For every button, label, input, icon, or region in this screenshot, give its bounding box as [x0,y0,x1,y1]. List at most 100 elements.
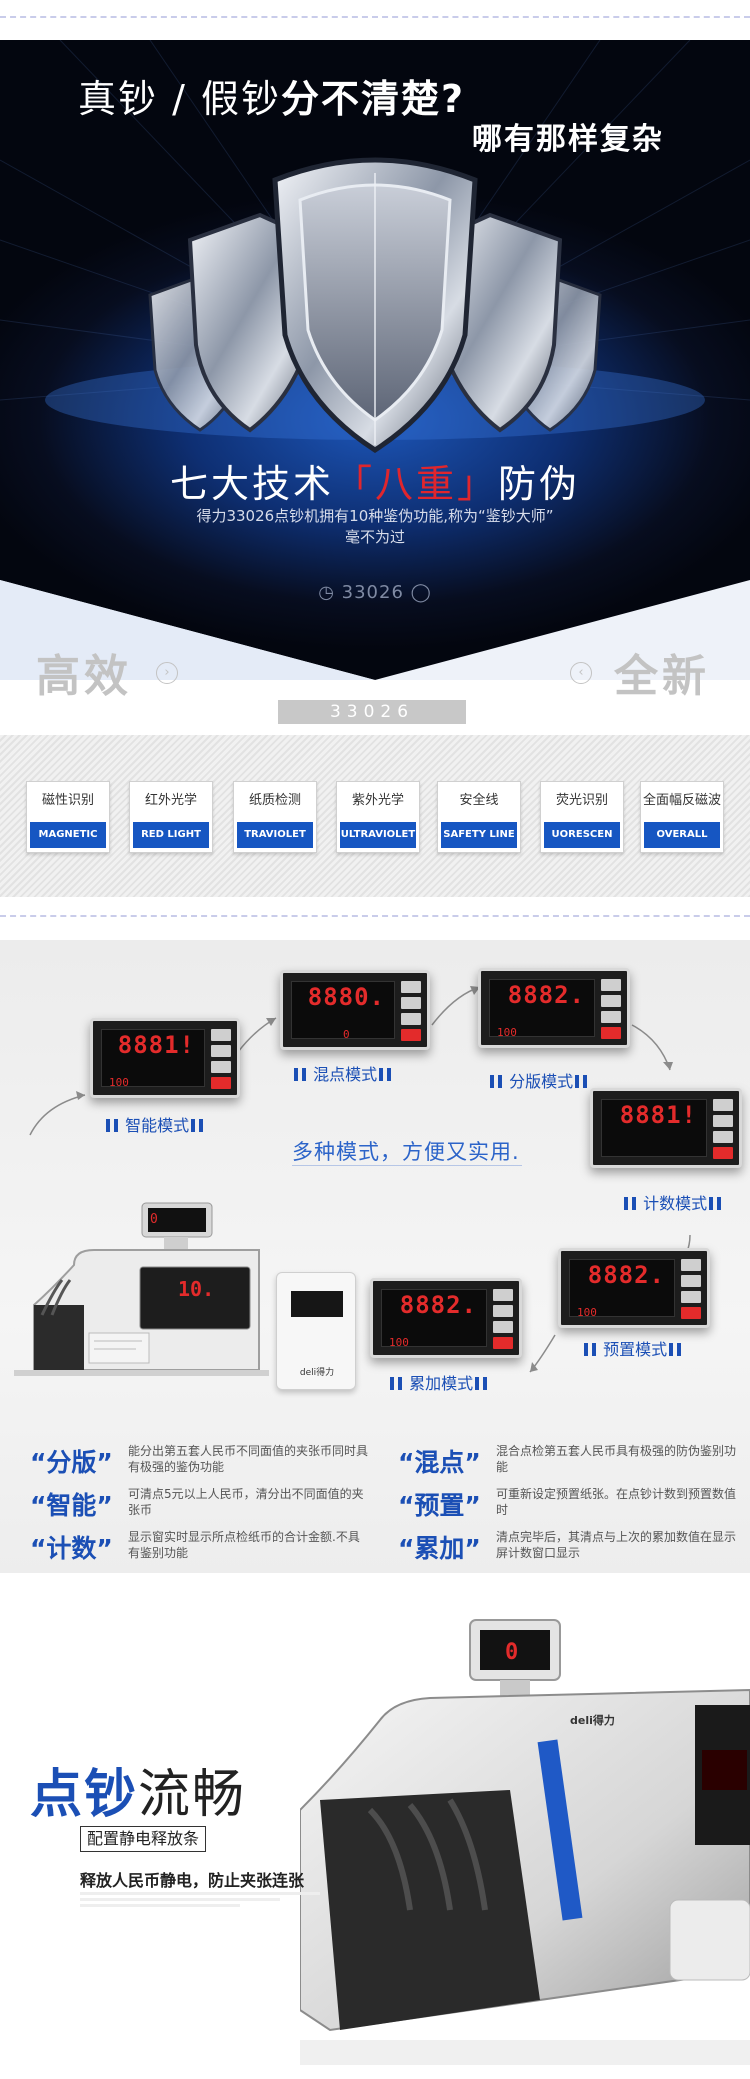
mode-label-preset: 预置模式 [582,1336,683,1360]
lcd-panel [381,1289,487,1347]
desc-key-count: “计数” [30,1534,113,1563]
desc-text-smart: 可清点5元以上人民币，清分出不同面值的夹张币 [128,1487,364,1517]
mode-label-text: 智能模式 [125,1116,190,1135]
hero-title: 真钞 / 假钞分不清楚? [78,68,465,123]
desc-key-smart: “智能” [30,1491,113,1520]
smooth-fine-decoration [80,1892,320,1907]
mix-mode-display: 8880. 0 [280,970,430,1050]
lcd-digits: 8880. [307,983,385,1011]
feature-card: 纸质检测 TRAVIOLET [233,781,317,853]
hero-description: 得力33026点钞机拥有10种鉴伪功能,称为“鉴钞大师” 毫不为过 [0,506,750,548]
mode-label-smart: 智能模式 [104,1112,205,1136]
smooth-title: 点钞流畅 [30,1752,246,1827]
keypad [493,1289,513,1353]
desc-text-add: 清点完毕后，其清点与上次的累加数值在显示屏计数窗口显示 [496,1530,737,1560]
feature-en: MAGNETIC [30,822,106,848]
chevron-right-icon[interactable]: › [156,662,178,684]
closeup-display-digit: 0 [505,1640,519,1665]
mode-label-text: 累加模式 [409,1374,474,1393]
desc-text-count: 显示窗实时显示所点检纸币的合计金额.不具有鉴别功能 [128,1530,360,1560]
smooth-title-dark: 流畅 [138,1765,247,1825]
mode-label-text: 计数模式 [643,1194,708,1213]
lcd-panel [489,979,595,1037]
shields-illustration [148,157,602,453]
desc-key-add: “累加” [398,1534,481,1563]
headline-pre: 七大技术 [169,462,334,506]
detector-screen [291,1291,343,1317]
headline-post: 防伪 [498,462,581,506]
keypad [401,981,421,1045]
smooth-tag: 配置静电释放条 [80,1826,207,1852]
lcd-digits: 8882. [587,1261,665,1289]
lcd-panel [601,1099,707,1157]
feature-cn: 红外光学 [144,793,197,808]
lcd-digits: 8881! [117,1031,195,1059]
lcd-digits: 8881! [619,1101,697,1129]
model-bar: 33026 [278,700,466,724]
split-mode-display: 8882. 100 [478,968,630,1048]
keypad [601,979,621,1043]
feature-card: 紫外光学 ULTRAVIOLET [336,781,420,853]
lcd-digits: 8882. [507,981,585,1009]
money-counter-closeup [300,1619,750,2065]
mode-label-split: 分版模式 [488,1068,589,1092]
feature-en: ULTRAVIOLET [340,822,416,848]
desc-text-mix: 混合点检第五套人民币具有极强的防伪鉴别功能 [496,1444,737,1474]
feature-card: 全面幅反磁波 OVERALL [640,781,724,853]
lcd-panel [569,1259,675,1317]
desc-text-split: 能分出第五套人民币不同面值的夹张币同时具有极强的鉴伪功能 [128,1444,369,1474]
chevron-left-icon[interactable]: ‹ [570,662,592,684]
desc-key-mix: “混点” [398,1448,481,1477]
keypad [713,1099,733,1163]
feature-en: RED LIGHT [133,822,209,848]
lcd-small-value: 100 [109,1076,129,1089]
right-word: 全新 [614,651,710,702]
feature-cn: 磁性识别 [41,793,94,808]
lcd-small-value: 100 [577,1306,597,1319]
lcd-small-value: 100 [497,1026,517,1039]
smart-mode-display: 8881! 100 [90,1018,240,1098]
smooth-title-blue: 点钞 [30,1765,139,1825]
desc-key-preset: “预置” [398,1491,481,1520]
mode-label-count: 计数模式 [622,1190,723,1214]
hero-title-part1: 真钞 / 假钞 [78,77,281,121]
keypad [681,1259,701,1323]
feature-card: 安全线 SAFETY LINE [437,781,521,853]
top-dashed-divider [0,16,750,18]
desc-key-split: “分版” [30,1448,113,1477]
detector-brand: deli得力 [299,1368,335,1378]
mode-label-mix: 混点模式 [292,1061,393,1085]
count-mode-display: 8881! [590,1088,742,1168]
money-counter-machine [14,1202,269,1376]
add-mode-display: 8882. 100 [370,1278,522,1358]
feature-cn: 紫外光学 [351,793,404,808]
feature-card: 荧光识别 UORESCEN [540,781,624,853]
modes-tagline: 多种模式，方便又实用. [292,1140,520,1164]
preset-mode-display: 8882. 100 [558,1248,710,1328]
lcd-panel [291,981,395,1039]
tagline-underline [292,1165,522,1166]
mode-label-add: 累加模式 [388,1370,489,1394]
section-dashed-divider [0,915,750,917]
lcd-panel [101,1029,205,1087]
hero-subtitle: 哪有那样复杂 [472,122,664,157]
machine-top-display: 0 [150,1212,158,1227]
feature-en: TRAVIOLET [237,822,313,848]
closeup-brand: deli得力 [570,1714,615,1727]
feature-card: 红外光学 RED LIGHT [129,781,213,853]
feature-cn: 荧光识别 [555,793,608,808]
lcd-small-value: 100 [389,1336,409,1349]
feature-en: OVERALL [644,822,720,848]
hero-model-text: 33026 [341,582,404,603]
keypad [211,1029,231,1093]
hero-headline: 七大技术「八重」防伪 [0,453,750,508]
mode-label-text: 混点模式 [313,1065,378,1084]
hero-desc-line2: 毫不为过 [344,528,405,546]
lcd-digits: 8882. [399,1291,477,1319]
hero-model-number: ◷ 33026 ◯ [318,582,432,603]
left-word: 高效 [36,651,132,702]
feature-card: 磁性识别 MAGNETIC [26,781,110,853]
feature-en: UORESCEN [544,822,620,848]
hero-banner: 真钞 / 假钞分不清楚? 哪有那样复杂 七大技术「八重」防伪 [0,40,750,680]
features-strip: 磁性识别 MAGNETIC 红外光学 RED LIGHT 纸质检测 TRAVIO… [0,735,750,897]
